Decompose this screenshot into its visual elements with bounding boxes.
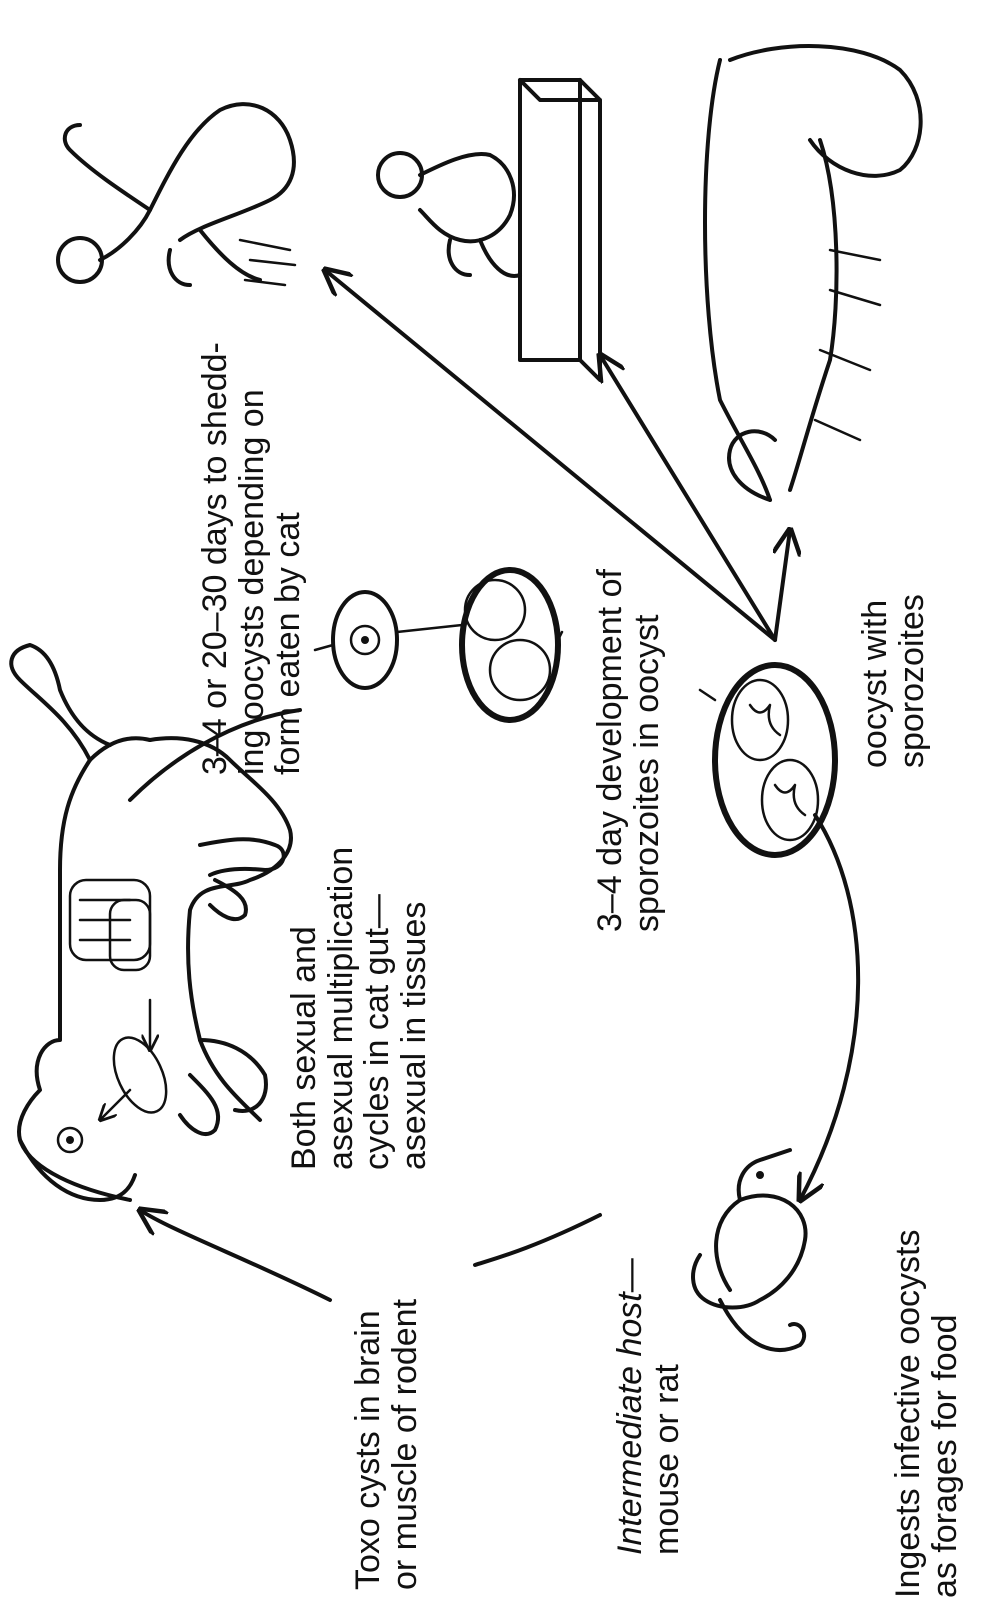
gardener-illustration [58, 104, 295, 285]
label-intermediate-host-italic: Intermediate host [611, 1292, 649, 1555]
label-intermediate-host: Intermediate host— mouse or rat [612, 1258, 685, 1555]
label-ingests-oocysts: Ingests infective oocysts as forages for… [890, 1229, 963, 1598]
arrow-rodent-to-cat [140, 1210, 330, 1300]
label-sporozoite-development: 3–4 day development of sporozoites in oo… [592, 569, 665, 932]
sandbox-child-illustration [378, 80, 600, 380]
label-shedding-time: 3–4 or 20–30 days to shedd- ing oocysts … [197, 342, 307, 775]
unsporulated-oocyst [333, 592, 397, 688]
label-oocyst-with-sporozoites: oocyst with sporozoites [857, 594, 930, 768]
arrow-to-sheep [775, 530, 790, 640]
sporulated-oocyst [715, 665, 835, 855]
sheep-illustration [705, 46, 921, 500]
developing-oocyst [462, 570, 558, 720]
label-multiplication-cycles: Both sexual and asexual multiplication c… [286, 847, 433, 1170]
arrow-oocyst-to-mouse [800, 815, 858, 1200]
arrow-mouse-to-cysts [475, 1215, 600, 1265]
label-toxo-cysts: Toxo cysts in brain or muscle of rodent [350, 1299, 423, 1590]
mouse-illustration [693, 1150, 806, 1350]
